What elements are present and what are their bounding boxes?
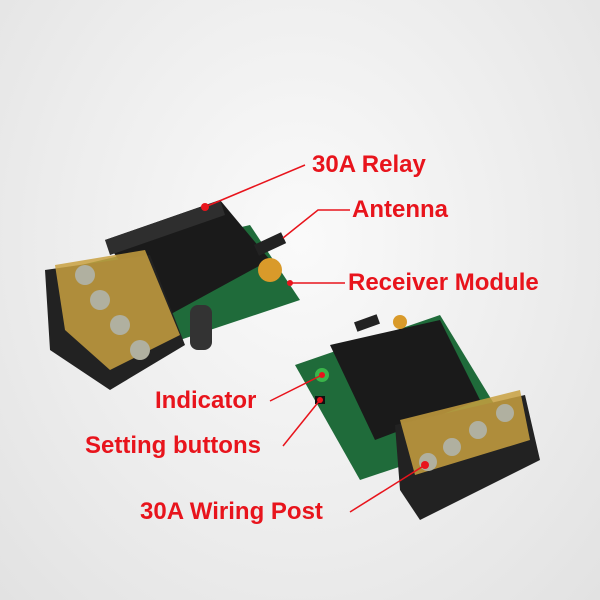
antenna-leader-line (282, 209, 350, 239)
left-capacitor-large (190, 305, 212, 350)
left-antenna-coil (253, 232, 287, 256)
indicator-leader-line (269, 374, 323, 402)
label-receiver-module: Receiver Module (348, 269, 539, 296)
relay-leader-line (204, 164, 306, 208)
left-receiver-board (45, 200, 300, 390)
label-30a-relay: 30A Relay (312, 151, 426, 178)
label-setting-buttons: Setting buttons (85, 432, 261, 459)
label-wiring-post: 30A Wiring Post (140, 498, 323, 525)
left-capacitor (258, 258, 282, 282)
wiring-leader-line (349, 464, 426, 513)
buttons-leader-line (282, 399, 321, 447)
label-indicator: Indicator (155, 387, 257, 414)
right-receiver-board (295, 314, 540, 520)
label-antenna: Antenna (352, 196, 448, 223)
